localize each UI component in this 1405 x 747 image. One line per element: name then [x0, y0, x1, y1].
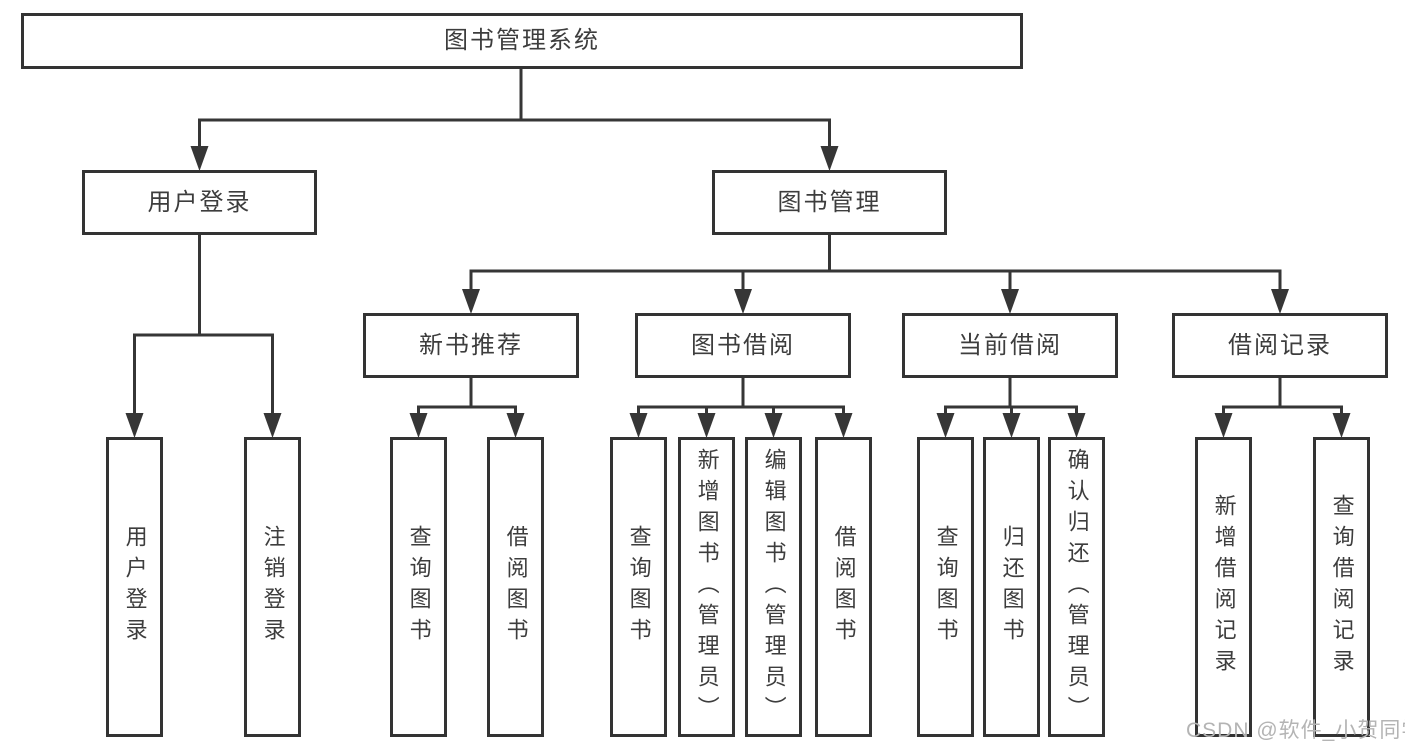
leaf-user-login: 用户登录: [106, 437, 163, 737]
node-borrow-records-label: 借阅记录: [1228, 331, 1332, 359]
node-root-label: 图书管理系统: [444, 27, 600, 54]
connector-book-borrow: [637, 376, 845, 417]
leaf-label: 查询借阅记录: [1329, 494, 1355, 680]
connector-borrow-records: [1222, 376, 1343, 417]
leaf-label: 借阅图书: [831, 525, 857, 649]
leaf-query-books-recommend: 查询图书: [390, 437, 447, 737]
leaf-add-borrow-record: 新增借阅记录: [1195, 437, 1252, 737]
node-borrow-records: 借阅记录: [1172, 313, 1388, 378]
leaf-label: 查询图书: [933, 525, 959, 649]
leaf-query-borrow-record: 查询借阅记录: [1313, 437, 1370, 737]
node-book-management: 图书管理: [712, 170, 947, 235]
leaf-label: 用户登录: [122, 525, 148, 649]
leaf-label: 注销登录: [260, 525, 286, 649]
node-user-login-label: 用户登录: [147, 188, 252, 216]
leaf-label: 编辑图书（管理员）: [761, 447, 787, 727]
node-new-book-recommend-label: 新书推荐: [419, 331, 523, 359]
leaf-add-books-admin: 新增图书（管理员）: [678, 437, 735, 737]
connector-root-to-level2: [198, 65, 831, 150]
node-root: 图书管理系统: [21, 13, 1023, 69]
node-user-login: 用户登录: [82, 170, 317, 235]
connector-new-book-recommend: [417, 376, 517, 417]
leaf-edit-books-admin: 编辑图书（管理员）: [745, 437, 802, 737]
node-new-book-recommend: 新书推荐: [363, 313, 579, 378]
leaf-label: 归还图书: [999, 525, 1025, 649]
arrowheads: [125, 146, 1351, 438]
leaf-confirm-return-admin: 确认归还（管理员）: [1048, 437, 1105, 737]
node-book-borrow-label: 图书借阅: [691, 331, 795, 359]
leaf-label: 新增图书（管理员）: [694, 447, 720, 727]
leaf-logout: 注销登录: [244, 437, 301, 737]
leaf-query-books-current: 查询图书: [917, 437, 974, 737]
leaf-borrow-books: 借阅图书: [815, 437, 872, 737]
connector-current-borrow: [944, 376, 1078, 417]
leaf-label: 查询图书: [626, 525, 652, 649]
leaf-label: 新增借阅记录: [1211, 494, 1237, 680]
node-book-management-label: 图书管理: [777, 188, 882, 216]
connector-book-management: [469, 233, 1282, 293]
leaf-borrow-books-recommend: 借阅图书: [487, 437, 544, 737]
node-current-borrow-label: 当前借阅: [958, 331, 1062, 359]
leaf-label: 确认归还（管理员）: [1064, 447, 1090, 727]
leaf-label: 查询图书: [406, 525, 432, 649]
leaf-label: 借阅图书: [503, 525, 529, 649]
leaf-return-books: 归还图书: [983, 437, 1040, 737]
node-current-borrow: 当前借阅: [902, 313, 1118, 378]
leaf-query-books-borrow: 查询图书: [610, 437, 667, 737]
node-book-borrow: 图书借阅: [635, 313, 851, 378]
csdn-watermark: CSDN @软件_小贺同学: [1186, 719, 1405, 742]
connector-user-login: [133, 233, 274, 417]
